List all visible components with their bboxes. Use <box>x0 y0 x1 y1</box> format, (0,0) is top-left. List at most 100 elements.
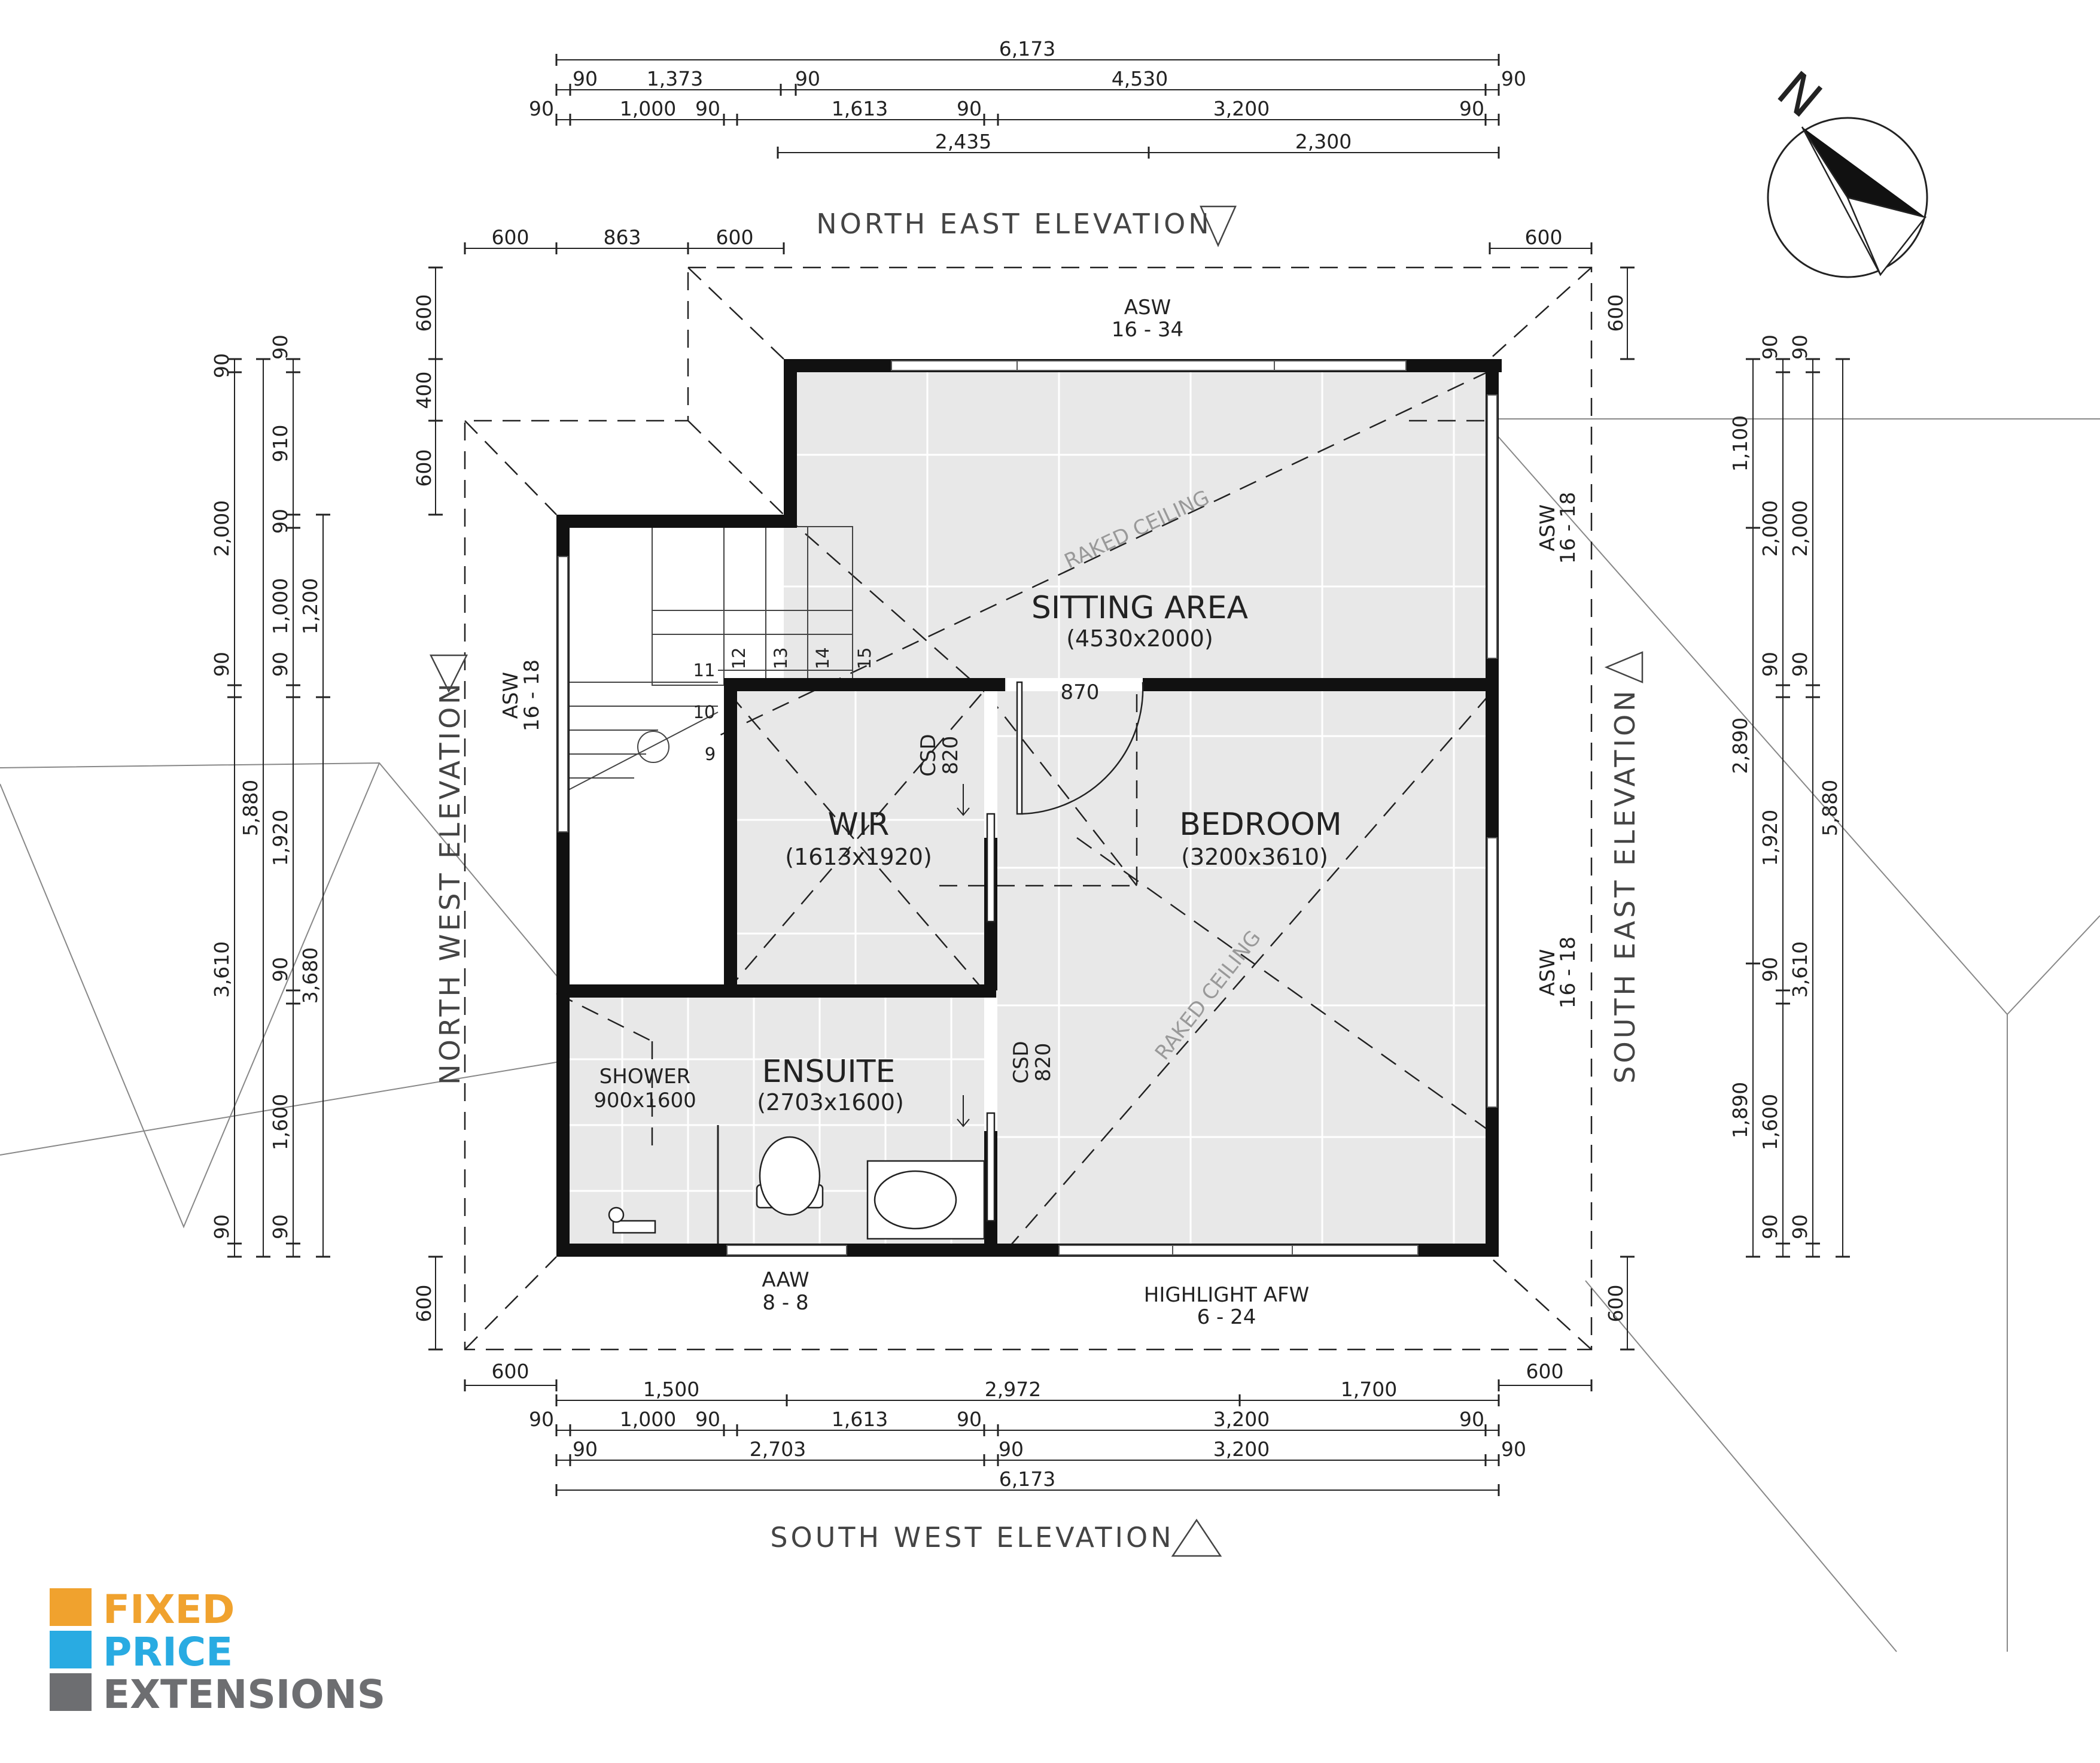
bathroom-fixtures <box>608 1125 985 1244</box>
dim-label: 90 <box>529 1408 554 1431</box>
dim-label: 1,920 <box>1758 810 1782 866</box>
floor-fill <box>556 359 1490 1257</box>
wir-door-width: 820 <box>939 736 963 775</box>
elevation-markers <box>429 205 1644 1557</box>
dim-label: 90 <box>1788 335 1812 360</box>
dim-label: 1,613 <box>832 1408 888 1431</box>
dim-label: 90 <box>1501 67 1526 90</box>
stair-number: 14 <box>812 648 833 670</box>
window-top-type: ASW <box>1124 296 1171 320</box>
sitting-area-size: (4530x2000) <box>1066 625 1213 652</box>
south-west-elevation-label: SOUTH WEST ELEVATION <box>770 1521 1174 1554</box>
doors <box>984 678 1144 1222</box>
dim-label: 863 <box>604 226 641 249</box>
door-arrows <box>957 784 970 1127</box>
dim-label: 600 <box>492 1360 529 1383</box>
company-logo: FIXED PRICE EXTENSIONS <box>50 1586 385 1718</box>
dim-label: 90 <box>1758 1214 1782 1239</box>
window-bottom-right-code: 6 - 24 <box>1197 1305 1256 1329</box>
dim-bottom-total: 6,173 <box>999 1467 1055 1491</box>
dim-label: 90 <box>999 1437 1024 1461</box>
ensuite-door-width: 820 <box>1031 1043 1055 1082</box>
shower-size: 900x1600 <box>594 1089 696 1112</box>
ensuite-size: (2703x1600) <box>757 1089 904 1115</box>
stair-number: 12 <box>729 648 749 670</box>
window-bottom-left-type: AAW <box>762 1268 809 1292</box>
dim-label: 90 <box>1459 97 1484 120</box>
wir-name: WIR <box>828 807 890 843</box>
sitting-area-name: SITTING AREA <box>1031 590 1249 626</box>
dim-label: 1,200 <box>299 578 322 634</box>
dim-label: 3,610 <box>210 941 233 998</box>
logo-price: PRICE <box>103 1629 233 1675</box>
dim-label: 1,600 <box>1758 1094 1782 1150</box>
dim-label: 3,200 <box>1213 1408 1270 1431</box>
north-east-elevation-label: NORTH EAST ELEVATION <box>816 208 1212 240</box>
dim-label: 90 <box>269 1214 292 1239</box>
dim-label: 1,600 <box>269 1094 292 1150</box>
door-width-label: 870 <box>1061 680 1100 704</box>
dim-label: 90 <box>1758 335 1782 360</box>
wir-size: (1613x1920) <box>785 844 932 870</box>
dim-label: 90 <box>269 957 292 982</box>
stair-number: 9 <box>705 744 716 764</box>
dim-label: 1,373 <box>647 67 703 90</box>
dim-label: 400 <box>412 372 436 409</box>
dim-label: 3,680 <box>299 947 322 1004</box>
compass: N <box>1766 60 1928 278</box>
wir-door-type: CSD <box>917 734 941 777</box>
dim-right-total: 5,880 <box>1818 780 1842 836</box>
stair <box>568 526 853 791</box>
logo-extensions: EXTENSIONS <box>103 1671 385 1718</box>
north-west-elevation-label: NORTH WEST ELEVATION <box>434 680 466 1084</box>
dim-label: 4,530 <box>1112 67 1168 90</box>
dim-label: 90 <box>210 353 233 378</box>
dim-label: 90 <box>210 652 233 677</box>
window-right-upper-code: 16 - 18 <box>1556 492 1580 564</box>
logo-swatch-fixed <box>50 1588 92 1626</box>
dim-label: 3,200 <box>1213 1437 1270 1461</box>
ensuite-door-type: CSD <box>1009 1041 1033 1084</box>
shower-name: SHOWER <box>599 1065 691 1089</box>
dim-label: 2,703 <box>750 1437 806 1461</box>
stair-number: 11 <box>693 660 716 680</box>
dim-left-total: 5,880 <box>239 780 262 836</box>
dim-label: 90 <box>1758 652 1782 677</box>
window-right-lower-code: 16 - 18 <box>1556 937 1580 1008</box>
dim-label: 1,890 <box>1728 1082 1752 1138</box>
stair-number: 15 <box>854 648 875 670</box>
dim-label: 600 <box>412 449 436 487</box>
dim-label: 910 <box>269 425 292 463</box>
dim-label: 2,300 <box>1295 130 1352 153</box>
ensuite-name: ENSUITE <box>762 1054 896 1090</box>
window-right-lower-type: ASW <box>1536 949 1560 996</box>
logo-swatch-price <box>50 1631 92 1668</box>
dim-label: 600 <box>492 226 529 249</box>
dim-label: 2,890 <box>1728 718 1752 774</box>
dim-label: 90 <box>957 97 982 120</box>
dim-label: 600 <box>1604 294 1627 332</box>
dim-label: 600 <box>412 294 436 332</box>
south-east-elevation-label: SOUTH EAST ELEVATION <box>1609 688 1641 1083</box>
dim-label: 90 <box>269 335 292 360</box>
dim-top-total: 6,173 <box>999 37 1055 60</box>
window-bottom-left-code: 8 - 8 <box>762 1291 808 1315</box>
dim-label: 90 <box>1758 957 1782 982</box>
dim-label: 1,000 <box>620 1408 676 1431</box>
dim-label: 2,972 <box>985 1378 1041 1401</box>
dim-label: 3,200 <box>1213 97 1270 120</box>
windows <box>558 360 1498 1256</box>
dim-label: 90 <box>529 97 554 120</box>
dim-label: 90 <box>210 1214 233 1239</box>
window-right-upper-type: ASW <box>1536 504 1560 551</box>
dim-label: 600 <box>716 226 754 249</box>
window-left-type: ASW <box>499 672 523 719</box>
dim-label: 2,000 <box>1788 500 1812 557</box>
dim-label: 1,100 <box>1728 415 1752 472</box>
compass-north-label: N <box>1766 60 1833 129</box>
dim-label: 90 <box>1501 1437 1526 1461</box>
dim-label: 90 <box>269 509 292 534</box>
logo-swatch-extensions <box>50 1673 92 1711</box>
window-left-code: 16 - 18 <box>520 659 544 731</box>
